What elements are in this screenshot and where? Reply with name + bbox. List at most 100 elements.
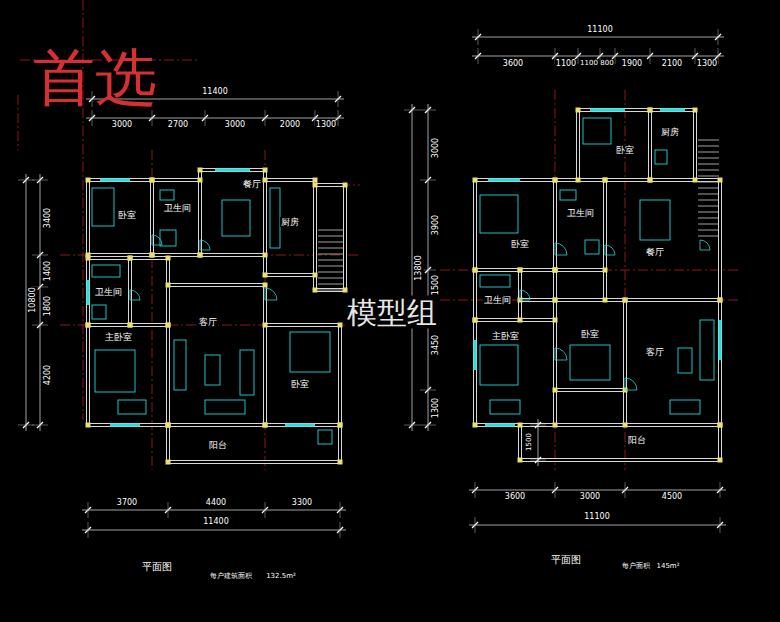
room-name: 卫生间 [483,295,512,305]
room-name: 餐厅 [645,247,665,257]
wall-inner [88,180,152,255]
furniture [92,305,106,319]
wall-inner [88,325,168,425]
extension-line [205,110,206,126]
column [128,256,133,261]
wall-outer [88,258,130,325]
column [338,460,343,465]
wall-inner [168,285,265,425]
column [86,323,91,328]
column [623,298,628,303]
furniture [480,195,518,233]
column [166,283,171,288]
stair-tread [698,164,719,165]
plan-annotation: 1300 [696,60,718,69]
wall-outer [152,180,200,255]
extension-line [168,502,169,518]
stair-tread [318,272,344,273]
dimension-line [82,510,346,511]
column [553,178,558,183]
plan-annotation: 3450 [432,334,441,356]
window [215,169,250,172]
room-area: 卧室 [510,239,530,249]
wall-inner [555,300,625,390]
wall-inner [265,180,315,275]
room-name: 卧室 [615,145,635,155]
room-name: 客厅 [645,347,665,357]
extension-line [475,482,476,498]
plan-annotation: 800 [599,60,614,68]
stair-tread [698,194,719,195]
room-name: 厨房 [660,127,680,137]
column [718,423,723,428]
stair-tread [318,284,344,285]
extension-line [625,482,626,498]
plan-annotation: 1800 [44,295,53,317]
column [518,423,523,428]
plan-annotation: 3000 [432,137,441,159]
window [660,109,685,112]
stair-tread [698,170,719,171]
column [338,323,343,328]
room-area: 厨房 [280,217,300,227]
column [313,183,318,188]
room-area: 卫生间 [163,203,192,213]
wall-inner [475,270,520,320]
wall-outer [555,180,605,270]
stair-tread [698,182,719,183]
plan-annotation: 3300 [291,499,313,508]
plan-annotation: 平面图 [141,561,173,572]
column [518,268,523,273]
furniture [160,230,176,246]
column [166,423,171,428]
room-name: 卧室 [510,239,530,249]
wall-inner [168,425,340,462]
plan-annotation: 3600 [502,60,524,69]
wall-inner [265,325,340,425]
plan-annotation: 2700 [167,121,189,130]
wall-inner [605,180,720,300]
room-name: 卫生间 [566,208,595,218]
plan-linework [18,0,740,538]
room-area: 阳台 [627,435,647,445]
column [603,298,608,303]
plan-annotation: 1500 [432,274,441,296]
column [150,253,155,258]
plan-annotation: 1300 [315,121,337,130]
furniture [570,345,610,380]
extension-line [338,91,339,107]
column [473,178,478,183]
column [338,423,343,428]
plan-annotation: 145m² [656,563,681,571]
wall-inner [200,170,265,255]
room-area: 卫生间 [566,208,595,218]
room-area: 卧室 [290,379,310,389]
furniture [240,350,254,395]
plan-annotation: 13800 [415,254,424,281]
furniture [95,350,135,392]
stair-tread [318,230,344,231]
column [553,423,558,428]
stair-tread [318,254,344,255]
door-swing [152,235,162,245]
stair-tread [318,260,344,261]
extension-line [718,29,719,45]
extension-line [478,48,479,64]
column [553,388,558,393]
room-name: 餐厅 [242,179,262,189]
wall-outer [578,110,650,180]
extension-line [404,110,420,111]
window [590,109,625,112]
plan-annotation: 3400 [44,207,53,229]
stair-tread [698,212,719,213]
stair-tread [698,188,719,189]
wall-outer [475,320,555,425]
room-name: 卧室 [290,379,310,389]
wall-outer [520,425,720,460]
column [718,423,723,428]
plan-annotation: 132.5m² [265,573,297,581]
column [603,178,608,183]
extension-line [530,460,546,461]
furniture [640,200,670,240]
room-area: 厨房 [660,127,680,137]
